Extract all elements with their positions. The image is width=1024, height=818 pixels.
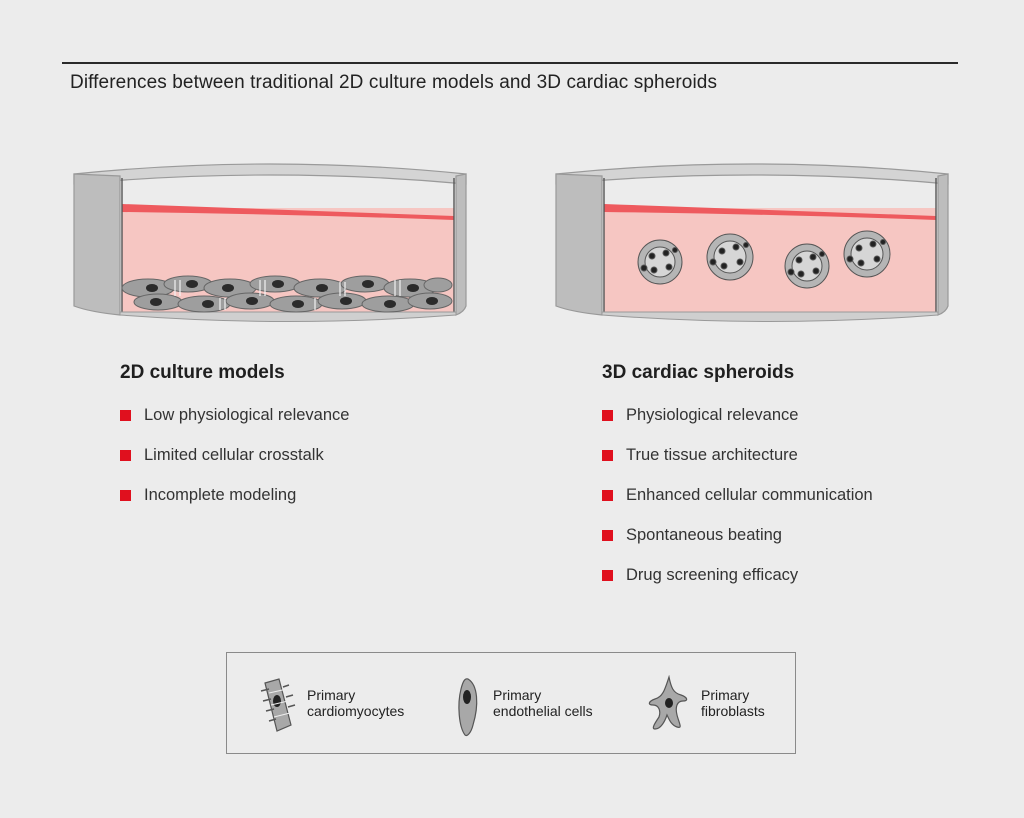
bullet-square-icon <box>602 569 613 581</box>
page-title: Differences between traditional 2D cultu… <box>70 72 718 93</box>
spheroid-cluster <box>637 230 891 289</box>
bullet-square-icon <box>602 449 613 461</box>
legend-item-endothelial: Primary endothelial cells <box>453 675 593 739</box>
dish-2d-culture <box>73 163 467 322</box>
fibroblast-icon <box>648 675 688 730</box>
legend-item-cardiomyocytes: Primary cardiomyocytes <box>257 675 404 735</box>
heading-2d-culture: 2D culture models <box>120 362 285 383</box>
bullet-square-icon <box>602 529 613 541</box>
list-item: Enhanced cellular communication <box>602 485 873 505</box>
list-2d-culture: Low physiological relevance Limited cell… <box>120 405 349 505</box>
bullet-square-icon <box>120 449 131 461</box>
bullet-square-icon <box>602 489 613 501</box>
legend: Primary cardiomyocytes Primary endotheli… <box>226 652 796 754</box>
heading-3d-spheroids: 3D cardiac spheroids <box>602 362 795 383</box>
legend-item-fibroblasts: Primary fibroblasts <box>647 675 765 735</box>
list-item: Incomplete modeling <box>120 485 349 505</box>
bullet-square-icon <box>602 409 613 421</box>
list-3d-spheroids: Physiological relevance True tissue arch… <box>602 405 873 585</box>
dish-3d-spheroids <box>555 163 949 322</box>
list-item: True tissue architecture <box>602 445 873 465</box>
endothelial-cell-icon <box>458 678 478 737</box>
cardiomyocyte-icon <box>260 678 296 732</box>
list-item: Limited cellular crosstalk <box>120 445 349 465</box>
list-item: Physiological relevance <box>602 405 873 425</box>
legend-label-cardiomyocytes: Primary cardiomyocytes <box>307 687 405 719</box>
list-item: Drug screening efficacy <box>602 565 873 585</box>
legend-label-endothelial: Primary endothelial cells <box>493 687 593 719</box>
bullet-square-icon <box>120 409 131 421</box>
legend-label-fibroblasts: Primary fibroblasts <box>701 687 765 719</box>
bullet-square-icon <box>120 489 131 501</box>
top-rule <box>62 62 958 64</box>
list-item: Low physiological relevance <box>120 405 349 425</box>
list-item: Spontaneous beating <box>602 525 873 545</box>
column-3d-spheroids: 3D cardiac spheroids Physiological relev… <box>602 362 873 605</box>
column-2d-culture: 2D culture models Low physiological rele… <box>120 362 349 525</box>
